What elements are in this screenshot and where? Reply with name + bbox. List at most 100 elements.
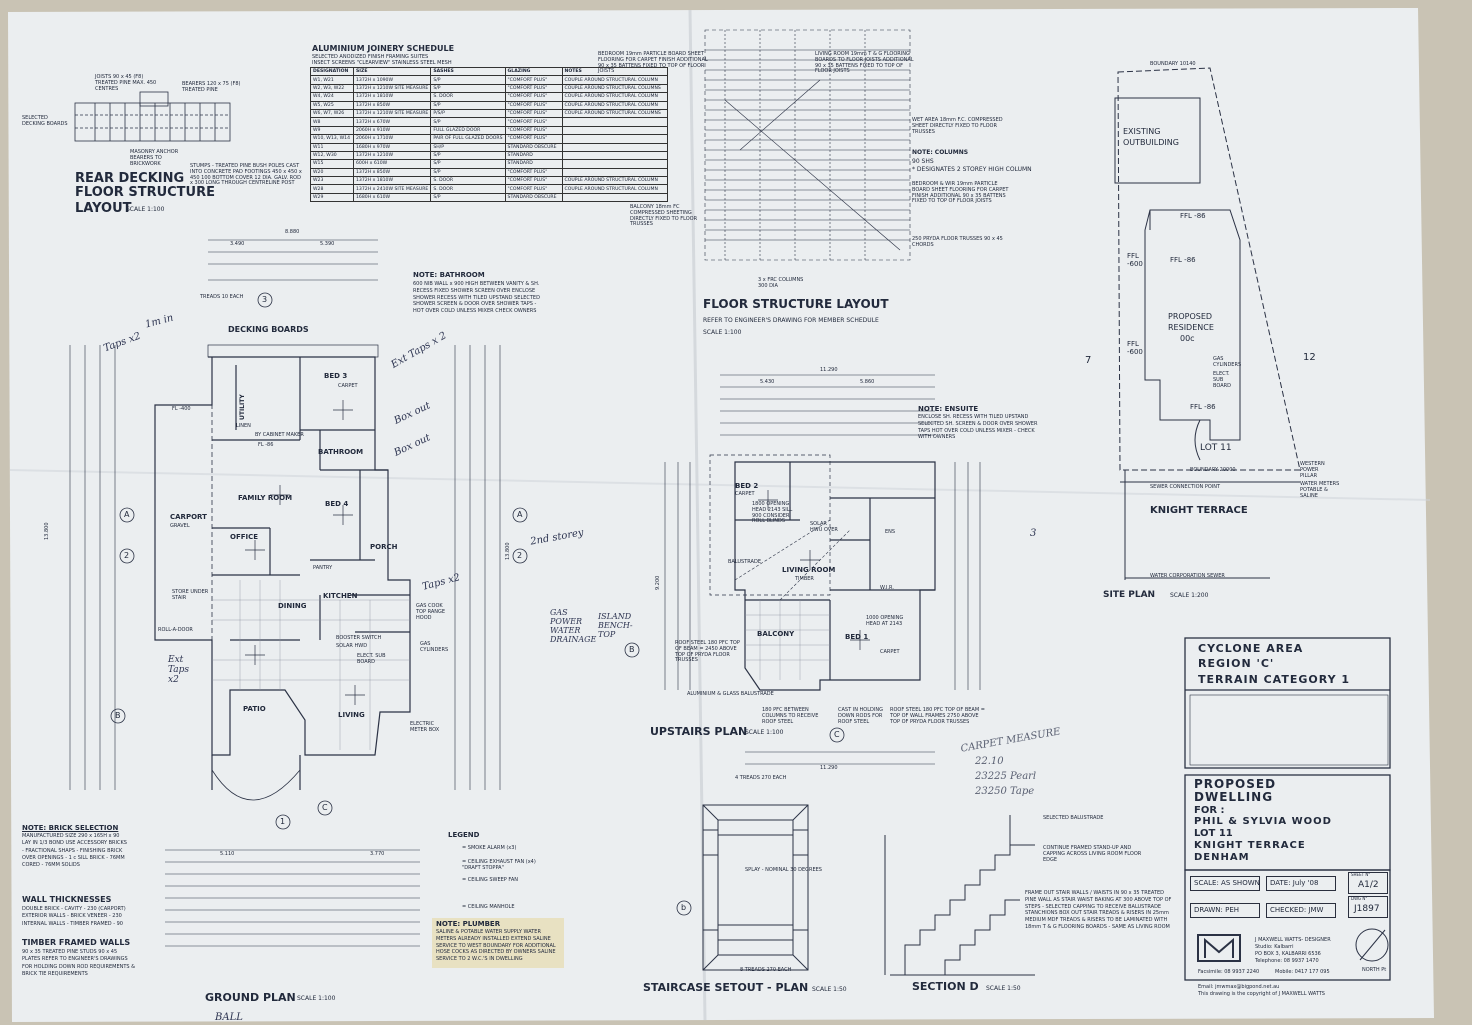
columns-note-title: NOTE: COLUMNS	[912, 149, 969, 156]
schedule-cell: W29	[310, 192, 354, 203]
schedule-cell: STANDARD	[504, 150, 563, 161]
electric-meter-box: ELECTRIC METER BOX	[410, 721, 440, 733]
grid-1: 1	[280, 817, 286, 826]
rear-decking-title: REAR DECKING	[75, 171, 185, 186]
alum-glass-balustrade: ALUMINIUM & GLASS BALUSTRADE	[687, 691, 774, 697]
schedule-cell: COUPLE AROUND STRUCTURAL COLUMNS	[561, 108, 668, 119]
cyclone-line-3: TERRAIN CATEGORY 1	[1198, 673, 1351, 686]
site-water-meters: WATER METERS POTABLE & SALINE	[1300, 481, 1340, 499]
proposal-line-6: KNIGHT TERRACE	[1194, 840, 1306, 851]
column-note: 3 x FRC COLUMNS 300 DIA	[758, 277, 804, 289]
designer-fax: Facsimile: 08 9937 2240	[1198, 969, 1260, 975]
schedule-subtitle-1: SELECTED ANODIZED FINISH FRAMING SUITES	[312, 54, 429, 60]
up-balustrade: BALUSTRADE	[728, 559, 761, 565]
schedule-title: ALUMINIUM JOINERY SCHEDULE	[312, 44, 455, 53]
schedule-cell: 600H x 610W	[352, 159, 432, 169]
room-bed-1: BED 1	[845, 633, 869, 641]
dwg-label: DWG N°	[1351, 896, 1368, 901]
schedule-cell	[561, 167, 668, 178]
site-plan	[1114, 67, 1301, 580]
schedule-header-cell: SASHES	[430, 66, 506, 77]
schedule-cell: PAIR OF FULL GLAZED DOORS	[430, 134, 506, 144]
up-left-dim: 9.200	[655, 575, 661, 590]
schedule-cell: 1372H x 1210W	[352, 150, 432, 161]
site-sewer-point: SEWER CONNECTION POINT	[1150, 484, 1221, 490]
proposal-line-5: LOT 11	[1194, 828, 1233, 839]
schedule-cell: 2060H x 910W	[352, 125, 432, 136]
elect-sub-board: ELECT. SUB BOARD	[357, 653, 386, 665]
drawn-text: DRAWN: PEH	[1194, 906, 1240, 914]
hand-ext-taps-2: Ext Taps x2	[168, 655, 190, 685]
room-ens: ENS	[885, 529, 896, 535]
grid-2-right: 2	[517, 551, 523, 560]
schedule-cell: W11	[310, 142, 354, 152]
plumber-note-tape	[432, 918, 564, 968]
site-gas: GAS CYLINDERS	[1213, 356, 1242, 368]
grid-b-up: B	[629, 645, 635, 654]
dwg-box: DWG N° J1897	[1348, 896, 1388, 918]
schedule-cell: 1680H x 610W	[352, 192, 432, 203]
site-outbuilding: OUTBUILDING	[1123, 138, 1179, 147]
plumber-note-text: SALINE & POTABLE WATER SUPPLY WATER METE…	[436, 929, 556, 962]
designer-studio: Studio: Kalbarri	[1255, 944, 1294, 950]
site-boundary-top: BOUNDARY 10140	[1150, 61, 1196, 67]
wall-thickness-text: DOUBLE BRICK - CAVITY - 230 (CARPORT) EX…	[22, 906, 126, 927]
site-existing: EXISTING	[1123, 127, 1161, 136]
upstairs-plan-title: UPSTAIRS PLAN	[650, 725, 748, 738]
room-pantry: PANTRY	[313, 565, 333, 571]
schedule-cell: COUPLE AROUND STRUCTURAL COLUMNS	[561, 83, 668, 94]
schedule-cell: COUPLE AROUND STRUCTURAL COLUMN	[561, 92, 668, 102]
schedule-cell: W23	[310, 176, 354, 186]
wet-area-note: WET AREA 18mm F.C. COMPRESSED SHEET DIRE…	[912, 117, 1003, 135]
scale-box: SCALE: AS SHOWN	[1190, 876, 1260, 891]
ground-plan-scale: SCALE 1:100	[297, 995, 336, 1002]
timber-walls-text: 90 x 35 TREATED PINE STUDS 90 x 45 PLATE…	[22, 949, 136, 977]
date-text: DATE: July '08	[1270, 879, 1319, 887]
legend-smoke: = SMOKE ALARM (x3)	[462, 845, 517, 851]
schedule-cell: STANDARD	[504, 159, 563, 169]
room-bed-3-carpet: CARPET	[338, 383, 358, 389]
schedule-cell: "COMFORT PLUS"	[504, 108, 563, 119]
grid-b-stair: b	[681, 903, 687, 912]
gas-cylinders: GAS CYLINDERS	[420, 641, 449, 653]
room-decking-boards: DECKING BOARDS	[228, 325, 309, 334]
bedroom-floor-note: BEDROOM 19mm PARTICLE BOARD SHEET FLOORI…	[598, 51, 708, 75]
truss-note: 250 PRYDA FLOOR TRUSSES 90 x 45 CHORDS	[912, 236, 1003, 248]
north-arrow-logo	[1197, 928, 1389, 962]
sheet-label: SHEET N°	[1351, 872, 1371, 877]
staircase-plan	[702, 804, 809, 971]
room-utility: UTILITY	[239, 394, 246, 420]
schedule-cell: "COMFORT PLUS"	[504, 83, 563, 94]
decking-bearers-note: BEARERS 120 x 75 (F8) TREATED PINE	[182, 81, 241, 93]
schedule-cell: S/P	[430, 167, 506, 178]
schedule-cell: "COMFORT PLUS"	[504, 134, 563, 144]
schedule-cell: 1372H x 1090W	[352, 75, 432, 85]
bathroom-note-text: 600 NIB WALL x 900 HIGH BETWEEN VANITY &…	[413, 281, 540, 314]
room-bed-2-carpet: CARPET	[735, 491, 755, 497]
copyright-note: This drawing is the copyright of J MAXWE…	[1198, 991, 1325, 997]
roof-steel-note-2: ROOF STEEL 180 PFC TOP OF BEAM = TOP OF …	[890, 707, 985, 725]
schedule-cell: FULL GLAZED DOOR	[430, 125, 506, 136]
schedule-cell: W1, W21	[310, 75, 354, 85]
solar-hwd: SOLAR HWD	[336, 643, 368, 649]
columns-note-text: 90 SHS	[912, 158, 934, 165]
room-bed-1-carpet: CARPET	[880, 649, 900, 655]
between-columns-note: 180 PFC BETWEEN COLUMNS TO RECEIVE ROOF …	[762, 707, 819, 725]
gas-cook-top: GAS COOK TOP RANGE HOOD	[416, 603, 446, 621]
opening-note-2: 1000 OPENING HEAD AT 2143	[866, 615, 904, 627]
schedule-cell	[561, 142, 668, 152]
schedule-cell: W28	[310, 184, 354, 194]
ground-left-dim: 13.800	[44, 522, 50, 541]
schedule-cell: S. DOOR	[430, 184, 506, 194]
schedule-cell: W9	[310, 125, 354, 136]
schedule-cell: W20	[310, 167, 354, 178]
schedule-cell: STANDARD OBSCURE	[504, 192, 563, 203]
room-bed-4: BED 4	[325, 500, 349, 508]
